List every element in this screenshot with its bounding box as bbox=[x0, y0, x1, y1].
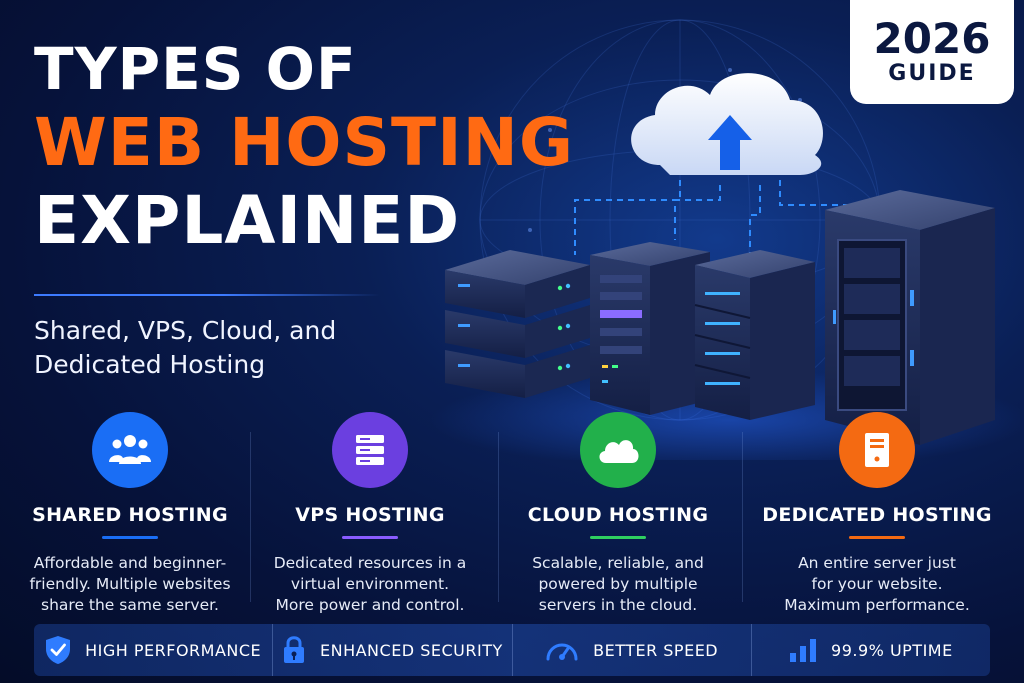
shield-check-icon bbox=[46, 636, 71, 664]
title-line-3: EXPLAINED bbox=[34, 182, 461, 259]
card-cloud-hosting: CLOUD HOSTING Scalable, reliable, and po… bbox=[498, 412, 738, 614]
badge-label: GUIDE bbox=[888, 61, 976, 86]
bar-chart-icon bbox=[790, 639, 817, 662]
year-guide-badge: 2026 GUIDE bbox=[850, 0, 1014, 104]
card-icon-circle bbox=[92, 412, 168, 488]
card-dedicated-hosting: DEDICATED HOSTING An entire server just … bbox=[742, 412, 1012, 614]
card-icon-circle bbox=[839, 412, 915, 488]
card-desc-line: Scalable, reliable, and bbox=[532, 554, 704, 572]
card-desc-line: Affordable and beginner- bbox=[33, 554, 227, 572]
title-divider bbox=[34, 294, 380, 296]
card-desc-line: friendly. Multiple websites bbox=[29, 575, 231, 593]
badge-year: 2026 bbox=[873, 14, 991, 63]
server-stack-1 bbox=[445, 250, 590, 398]
card-underline bbox=[590, 536, 646, 539]
card-desc-line: for your website. bbox=[811, 575, 943, 593]
hosting-types: SHARED HOSTING Affordable and beginner- … bbox=[0, 412, 1024, 614]
card-separator bbox=[498, 432, 499, 602]
server-rack-3 bbox=[694, 250, 815, 420]
feature-high-performance: HIGH PERFORMANCE bbox=[34, 624, 272, 676]
feature-enhanced-security: ENHANCED SECURITY bbox=[272, 624, 511, 676]
card-underline bbox=[102, 536, 158, 539]
server-tower-2 bbox=[590, 242, 710, 415]
features-bar: HIGH PERFORMANCE ENHANCED SECURITY BETTE… bbox=[34, 624, 990, 676]
feature-label: 99.9% UPTIME bbox=[831, 640, 953, 660]
users-icon bbox=[109, 435, 151, 464]
subtitle-line-2: Dedicated Hosting bbox=[34, 350, 266, 379]
card-separator bbox=[742, 432, 743, 602]
servers-illustration bbox=[430, 73, 1020, 460]
cloud-icon bbox=[599, 440, 639, 463]
title-line-1: TYPES OF bbox=[34, 35, 357, 103]
card-desc-line: powered by multiple bbox=[538, 575, 698, 593]
card-title: CLOUD HOSTING bbox=[527, 504, 709, 526]
card-description: Dedicated resources in a virtual environ… bbox=[250, 553, 490, 616]
server-stack-icon bbox=[356, 435, 384, 465]
server-tower-4 bbox=[825, 190, 995, 445]
card-title: DEDICATED HOSTING bbox=[762, 504, 992, 526]
card-icon-circle bbox=[332, 412, 408, 488]
card-shared-hosting: SHARED HOSTING Affordable and beginner- … bbox=[10, 412, 250, 614]
card-vps-hosting: VPS HOSTING Dedicated resources in a vir… bbox=[250, 412, 490, 614]
card-icon-circle bbox=[580, 412, 656, 488]
card-description: An entire server just for your website. … bbox=[742, 553, 1012, 616]
card-underline bbox=[342, 536, 398, 539]
card-desc-line: virtual environment. bbox=[290, 575, 450, 593]
server-icon bbox=[865, 433, 889, 467]
card-title: SHARED HOSTING bbox=[32, 504, 228, 526]
card-separator bbox=[250, 432, 251, 602]
lock-icon bbox=[284, 636, 304, 663]
title-line-2: WEB HOSTING bbox=[34, 104, 575, 181]
card-desc-line: share the same server. bbox=[41, 596, 219, 614]
card-underline bbox=[849, 536, 905, 539]
feature-label: BETTER SPEED bbox=[593, 640, 719, 660]
subtitle-line-1: Shared, VPS, Cloud, and bbox=[34, 316, 337, 345]
feature-label: ENHANCED SECURITY bbox=[320, 640, 503, 660]
feature-uptime: 99.9% UPTIME bbox=[750, 624, 990, 676]
speedometer-icon bbox=[546, 643, 578, 661]
card-description: Affordable and beginner- friendly. Multi… bbox=[10, 553, 250, 616]
main-title: TYPES OF WEB HOSTING EXPLAINED bbox=[34, 40, 574, 254]
card-desc-line: servers in the cloud. bbox=[538, 596, 698, 614]
cloud-upload-graphic bbox=[631, 73, 823, 175]
card-desc-line: More power and control. bbox=[275, 596, 465, 614]
card-desc-line: An entire server just bbox=[798, 554, 956, 572]
feature-label: HIGH PERFORMANCE bbox=[85, 640, 262, 660]
card-description: Scalable, reliable, and powered by multi… bbox=[498, 553, 738, 616]
card-desc-line: Maximum performance. bbox=[784, 596, 970, 614]
card-desc-line: Dedicated resources in a bbox=[273, 554, 467, 572]
feature-better-speed: BETTER SPEED bbox=[511, 624, 751, 676]
subtitle: Shared, VPS, Cloud, and Dedicated Hostin… bbox=[34, 314, 394, 382]
card-title: VPS HOSTING bbox=[295, 504, 445, 526]
